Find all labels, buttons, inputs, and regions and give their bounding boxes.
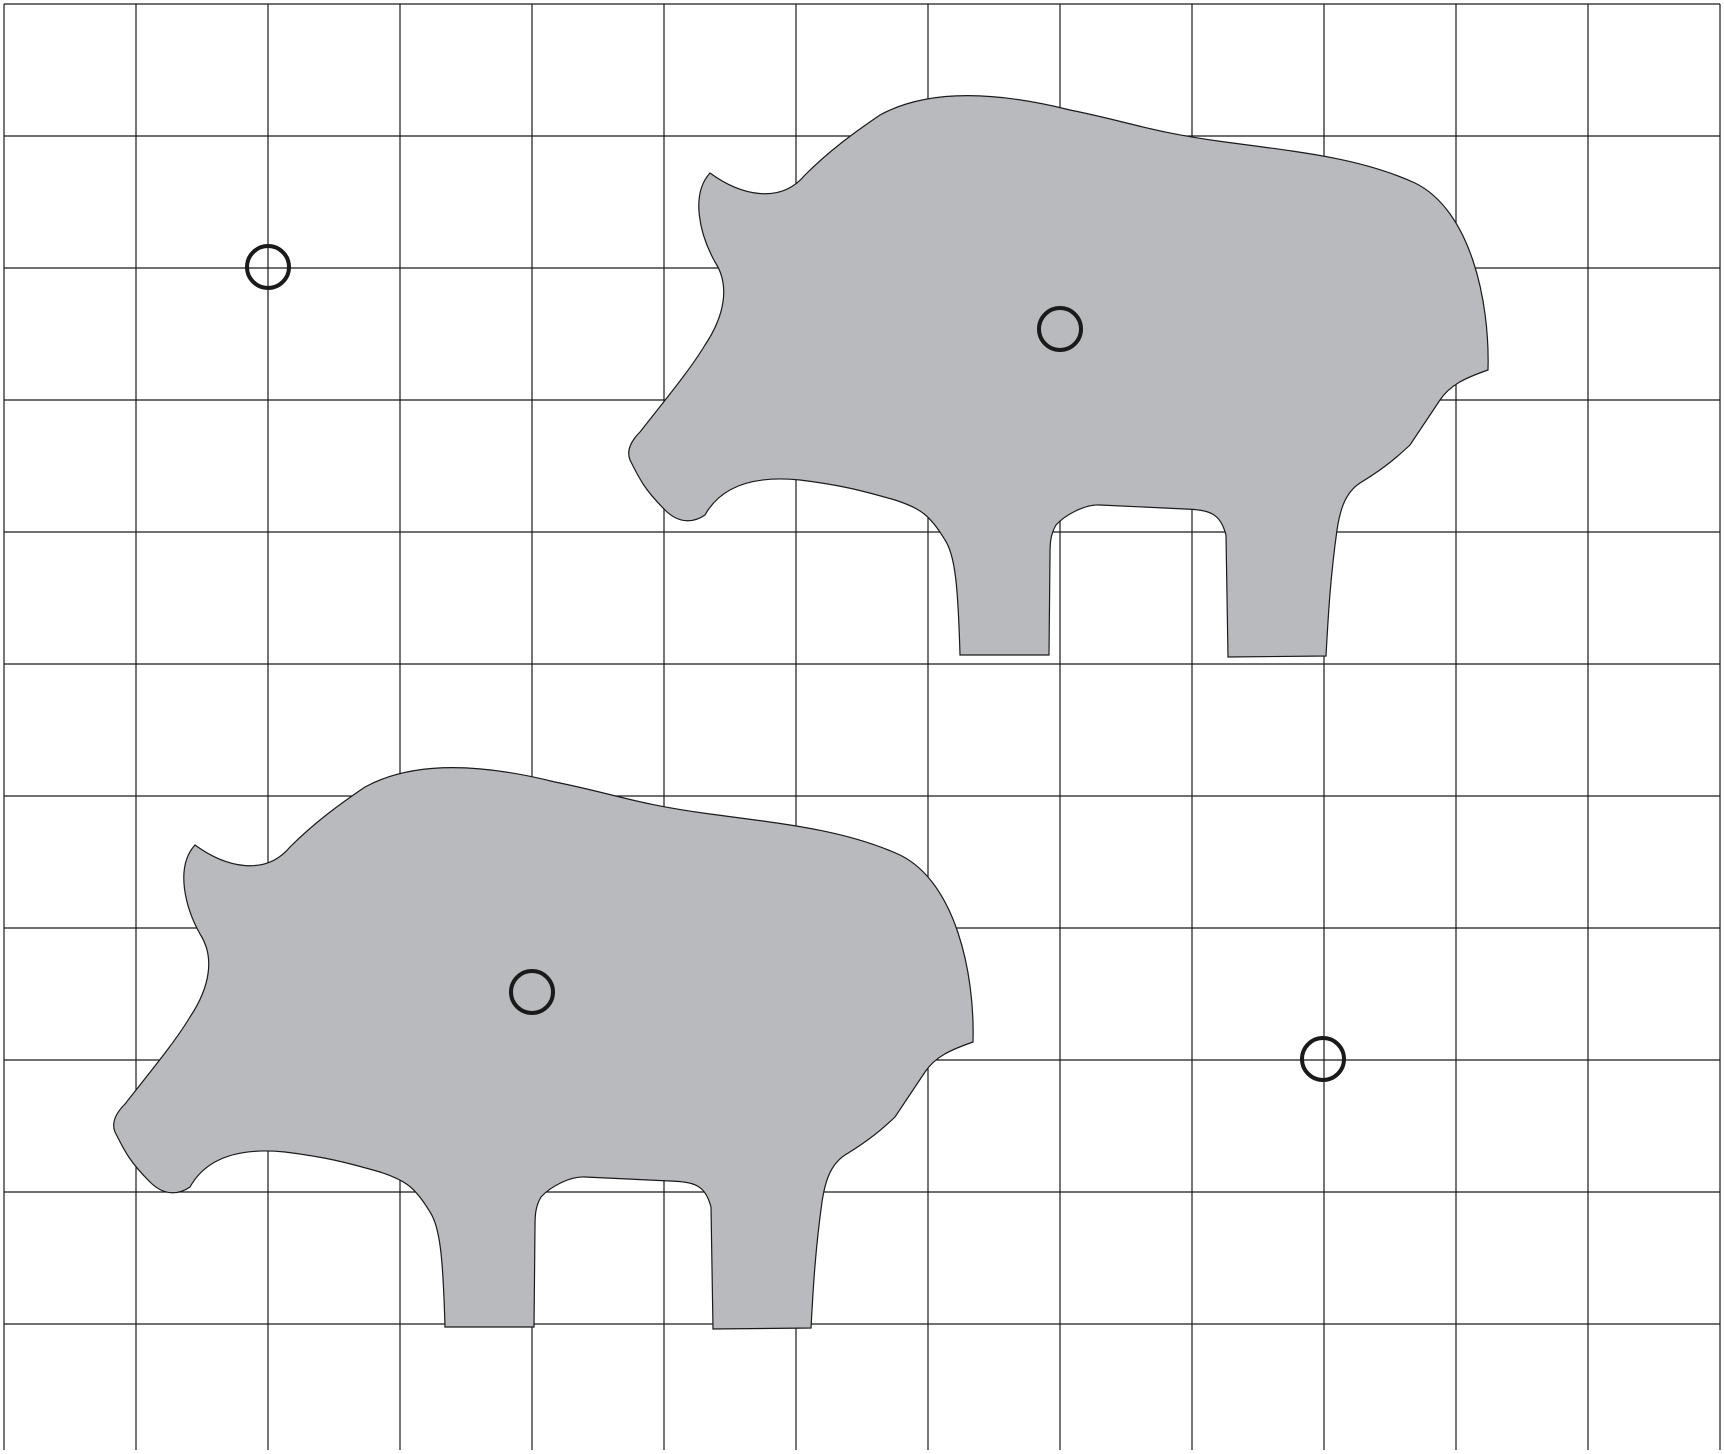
animal-silhouette-bottom xyxy=(114,768,973,1329)
animal-silhouette-top xyxy=(629,96,1488,657)
marker-bottom-right xyxy=(1302,1038,1344,1080)
